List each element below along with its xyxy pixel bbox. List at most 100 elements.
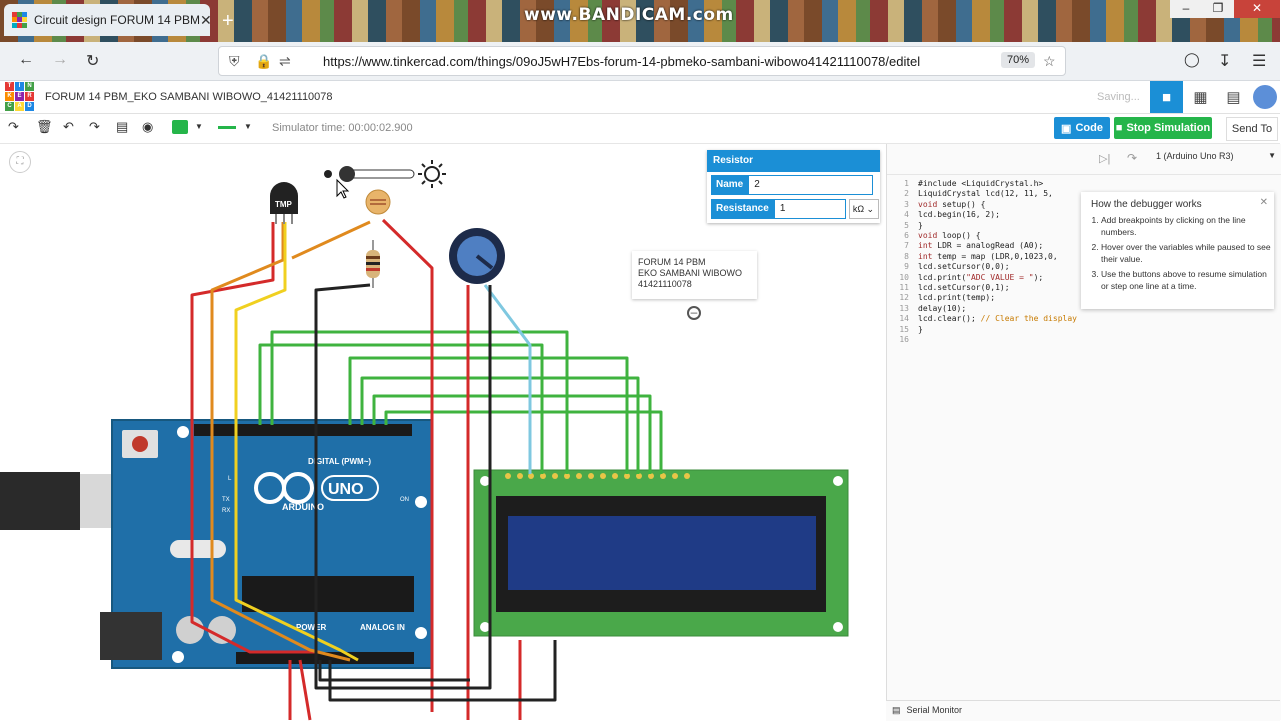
step-icon[interactable]: ↷ bbox=[1127, 151, 1138, 165]
name-input[interactable]: 2 bbox=[748, 175, 874, 195]
circuit-view-icon[interactable]: ■ bbox=[1150, 81, 1183, 113]
wire-red[interactable] bbox=[288, 659, 312, 721]
wire-green[interactable] bbox=[372, 394, 652, 474]
chevron-down-icon[interactable]: ▼ bbox=[195, 122, 203, 131]
wire-cyan[interactable] bbox=[483, 284, 532, 474]
wire-green[interactable] bbox=[384, 410, 663, 474]
stop-simulation-button[interactable]: ■Stop Simulation bbox=[1114, 117, 1212, 139]
code-line[interactable]: lcd.setCursor(0,0); bbox=[918, 262, 1010, 272]
code-line[interactable]: delay(10); bbox=[918, 304, 966, 314]
code-line[interactable]: LiquidCrystal lcd(12, 11, 5, bbox=[918, 189, 1053, 199]
wire-red[interactable] bbox=[381, 218, 434, 712]
serial-monitor-bar[interactable]: ▤Serial Monitor bbox=[886, 700, 1280, 721]
line-number[interactable]: 13 bbox=[899, 303, 909, 313]
wire-black[interactable] bbox=[318, 660, 470, 682]
potentiometer[interactable] bbox=[449, 228, 505, 284]
component-list-icon[interactable]: ▤ bbox=[1226, 89, 1241, 106]
restore-icon[interactable]: ❐ bbox=[1202, 0, 1234, 18]
minimize-icon[interactable]: – bbox=[1170, 0, 1202, 18]
notes-icon[interactable]: ▤ bbox=[116, 119, 129, 134]
wire-orange[interactable] bbox=[291, 220, 371, 260]
digital-header[interactable] bbox=[194, 424, 412, 436]
line-number[interactable]: 6 bbox=[904, 231, 909, 240]
power-analog-header[interactable] bbox=[236, 652, 414, 664]
line-number[interactable]: 2 bbox=[904, 189, 909, 199]
code-line[interactable]: lcd.begin(16, 2); bbox=[918, 210, 1000, 220]
device-select[interactable]: 1 (Arduino Uno R3) ▼ bbox=[1156, 151, 1276, 161]
user-avatar[interactable] bbox=[1250, 81, 1280, 113]
visibility-icon[interactable]: ◉ bbox=[142, 119, 154, 134]
line-number[interactable]: 7 bbox=[904, 241, 909, 251]
shield-icon[interactable]: ⛨ bbox=[229, 53, 240, 69]
reload-icon[interactable]: ↻ bbox=[86, 53, 100, 70]
code-button[interactable]: ▣Code bbox=[1054, 117, 1110, 139]
url-text[interactable]: https://www.tinkercad.com/things/09oJ5wH… bbox=[323, 54, 921, 69]
zoom-to-fit-icon[interactable]: ⛶ bbox=[9, 151, 31, 173]
wire-green[interactable] bbox=[270, 330, 569, 474]
browser-tab[interactable]: Circuit design FORUM 14 PBM ✕ bbox=[4, 4, 212, 36]
undo-icon[interactable]: ↶ bbox=[63, 119, 74, 134]
back-icon[interactable]: ← bbox=[18, 51, 34, 68]
line-number[interactable]: 11 bbox=[899, 283, 909, 292]
code-line[interactable]: } bbox=[918, 221, 923, 231]
code-line[interactable]: } bbox=[918, 325, 923, 335]
project-title[interactable]: FORUM 14 PBM_EKO SAMBANI WIBOWO_41421110… bbox=[45, 91, 333, 103]
photoresistor[interactable] bbox=[365, 189, 391, 215]
code-line[interactable]: int temp = map (LDR,0,1023,0, bbox=[918, 252, 1058, 262]
note-collapse-icon[interactable]: – bbox=[687, 306, 701, 320]
line-number[interactable]: 9 bbox=[904, 262, 909, 272]
menu-icon[interactable]: ☰ bbox=[1252, 53, 1267, 70]
code-line[interactable]: lcd.print("ADC VALUE = "); bbox=[918, 273, 1043, 283]
resistor[interactable] bbox=[366, 240, 380, 288]
chevron-down-icon[interactable]: ▼ bbox=[244, 122, 252, 131]
download-icon[interactable]: ↧ bbox=[1218, 53, 1232, 70]
window-close-icon[interactable]: ✕ bbox=[1234, 0, 1280, 18]
unit-select[interactable]: kΩ ⌄ bbox=[848, 199, 879, 219]
new-tab-icon[interactable]: + bbox=[222, 10, 234, 32]
line-number[interactable]: 15 bbox=[899, 324, 909, 334]
wire-green[interactable] bbox=[258, 343, 544, 474]
rotate-icon[interactable]: ↷ bbox=[8, 119, 19, 134]
forward-icon[interactable]: → bbox=[52, 51, 68, 68]
bookmark-star-icon[interactable]: ☆ bbox=[1043, 53, 1056, 69]
code-line[interactable]: lcd.print(temp); bbox=[918, 293, 995, 303]
resistance-input[interactable]: 1 bbox=[773, 199, 846, 219]
code-line[interactable]: lcd.clear(); // Clear the display bbox=[918, 314, 1077, 324]
wire-type-icon[interactable] bbox=[218, 126, 236, 129]
code-line[interactable]: lcd.setCursor(0,1); bbox=[918, 283, 1010, 293]
resume-icon[interactable]: ▷| bbox=[1099, 153, 1111, 165]
line-number[interactable]: 3 bbox=[904, 199, 909, 209]
wire-red[interactable] bbox=[190, 222, 320, 654]
canvas-note[interactable]: FORUM 14 PBM EKO SAMBANI WIBOWO 41421110… bbox=[632, 251, 757, 299]
lock-icon[interactable]: 🔒 bbox=[255, 53, 273, 69]
line-number[interactable]: 12 bbox=[899, 293, 909, 303]
tab-close-icon[interactable]: ✕ bbox=[200, 11, 212, 28]
code-line[interactable]: #include <LiquidCrystal.h> bbox=[918, 179, 1043, 189]
pocket-icon[interactable]: ◯ bbox=[1184, 51, 1200, 67]
line-number[interactable]: 4 bbox=[904, 210, 909, 220]
line-number[interactable]: 8 bbox=[904, 251, 909, 261]
code-line[interactable]: void setup() { bbox=[918, 200, 985, 210]
wire-black[interactable] bbox=[314, 283, 492, 690]
line-number[interactable]: 5 bbox=[904, 220, 909, 230]
permissions-icon[interactable]: ⇌ bbox=[279, 53, 291, 69]
zoom-level[interactable]: 70% bbox=[1001, 52, 1036, 68]
reset-button-cap[interactable] bbox=[132, 436, 148, 452]
line-number[interactable]: 10 bbox=[899, 272, 909, 282]
light-intensity-slider[interactable] bbox=[324, 160, 446, 188]
wire-color-swatch[interactable] bbox=[172, 120, 188, 134]
schematic-view-icon[interactable]: ▦ bbox=[1193, 89, 1208, 106]
circuit-canvas[interactable]: ⛶ ARDUINO UNO DIGITAL (PWM~) POW bbox=[0, 144, 884, 721]
line-number[interactable]: 16 bbox=[899, 335, 909, 344]
line-number[interactable]: 1 bbox=[904, 179, 909, 188]
temperature-sensor[interactable] bbox=[270, 182, 298, 224]
line-number[interactable]: 14 bbox=[899, 314, 909, 324]
code-line[interactable]: int LDR = analogRead (A0); bbox=[918, 241, 1043, 251]
wire-green[interactable] bbox=[360, 376, 640, 474]
send-to-button[interactable]: Send To bbox=[1226, 117, 1278, 141]
tip-close-icon[interactable]: ✕ bbox=[1259, 197, 1268, 208]
address-bar[interactable]: ⛨ 🔒 ⇌ https://www.tinkercad.com/things/0… bbox=[218, 46, 1066, 76]
delete-icon[interactable]: 🗑 bbox=[36, 119, 53, 134]
code-line[interactable]: void loop() { bbox=[918, 231, 981, 241]
